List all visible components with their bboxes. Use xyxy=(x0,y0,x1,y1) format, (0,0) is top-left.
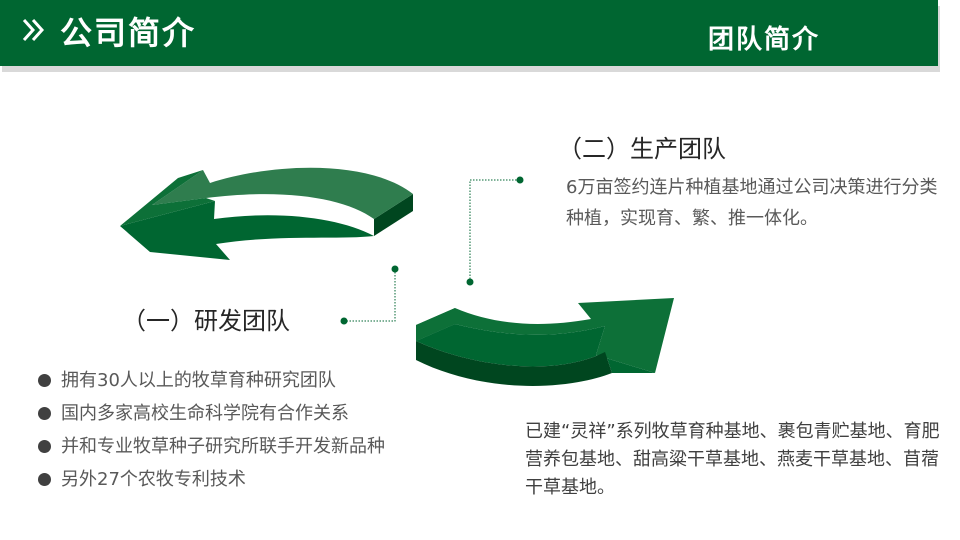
list-item: 另外27个农牧专利技术 xyxy=(36,463,385,496)
bullet-dot-icon xyxy=(38,407,51,420)
leader-dot xyxy=(466,278,474,286)
bullet-dot-icon xyxy=(38,440,51,453)
bullet-dot-icon xyxy=(38,473,51,486)
list-item: 并和专业牧草种子研究所联手开发新品种 xyxy=(36,430,385,463)
leader-line-production xyxy=(469,179,520,282)
list-item: 国内多家高校生命科学院有合作关系 xyxy=(36,397,385,430)
bases-description: 已建“灵祥”系列牧草育种基地、裹包青贮基地、育肥营养包基地、甜高粱干草基地、燕麦… xyxy=(525,421,940,498)
list-item: 拥有30人以上的牧草育种研究团队 xyxy=(36,364,385,397)
header-bar: 公司简介 团队简介 xyxy=(0,0,938,66)
right-curved-arrow xyxy=(416,298,674,386)
double-chevron-right-icon xyxy=(22,18,45,42)
bullet-dot-icon xyxy=(38,374,51,387)
page-subtitle: 团队简介 xyxy=(708,25,821,55)
leader-dot xyxy=(340,317,348,325)
production-team-title: （二）生产团队 xyxy=(558,135,726,163)
leader-line-rd xyxy=(344,269,396,322)
production-team-description: 6万亩签约连片种植基地通过公司决策进行分类种植，实现育、繁、推一体化。 xyxy=(566,177,938,229)
rd-team-title: （一）研发团队 xyxy=(122,307,290,335)
leader-dot xyxy=(516,176,524,184)
page-title: 公司简介 xyxy=(60,14,197,52)
left-curved-arrow xyxy=(120,167,413,260)
rd-team-points: 拥有30人以上的牧草育种研究团队 国内多家高校生命科学院有合作关系 并和专业牧草… xyxy=(36,364,385,496)
leader-dot xyxy=(391,265,399,273)
